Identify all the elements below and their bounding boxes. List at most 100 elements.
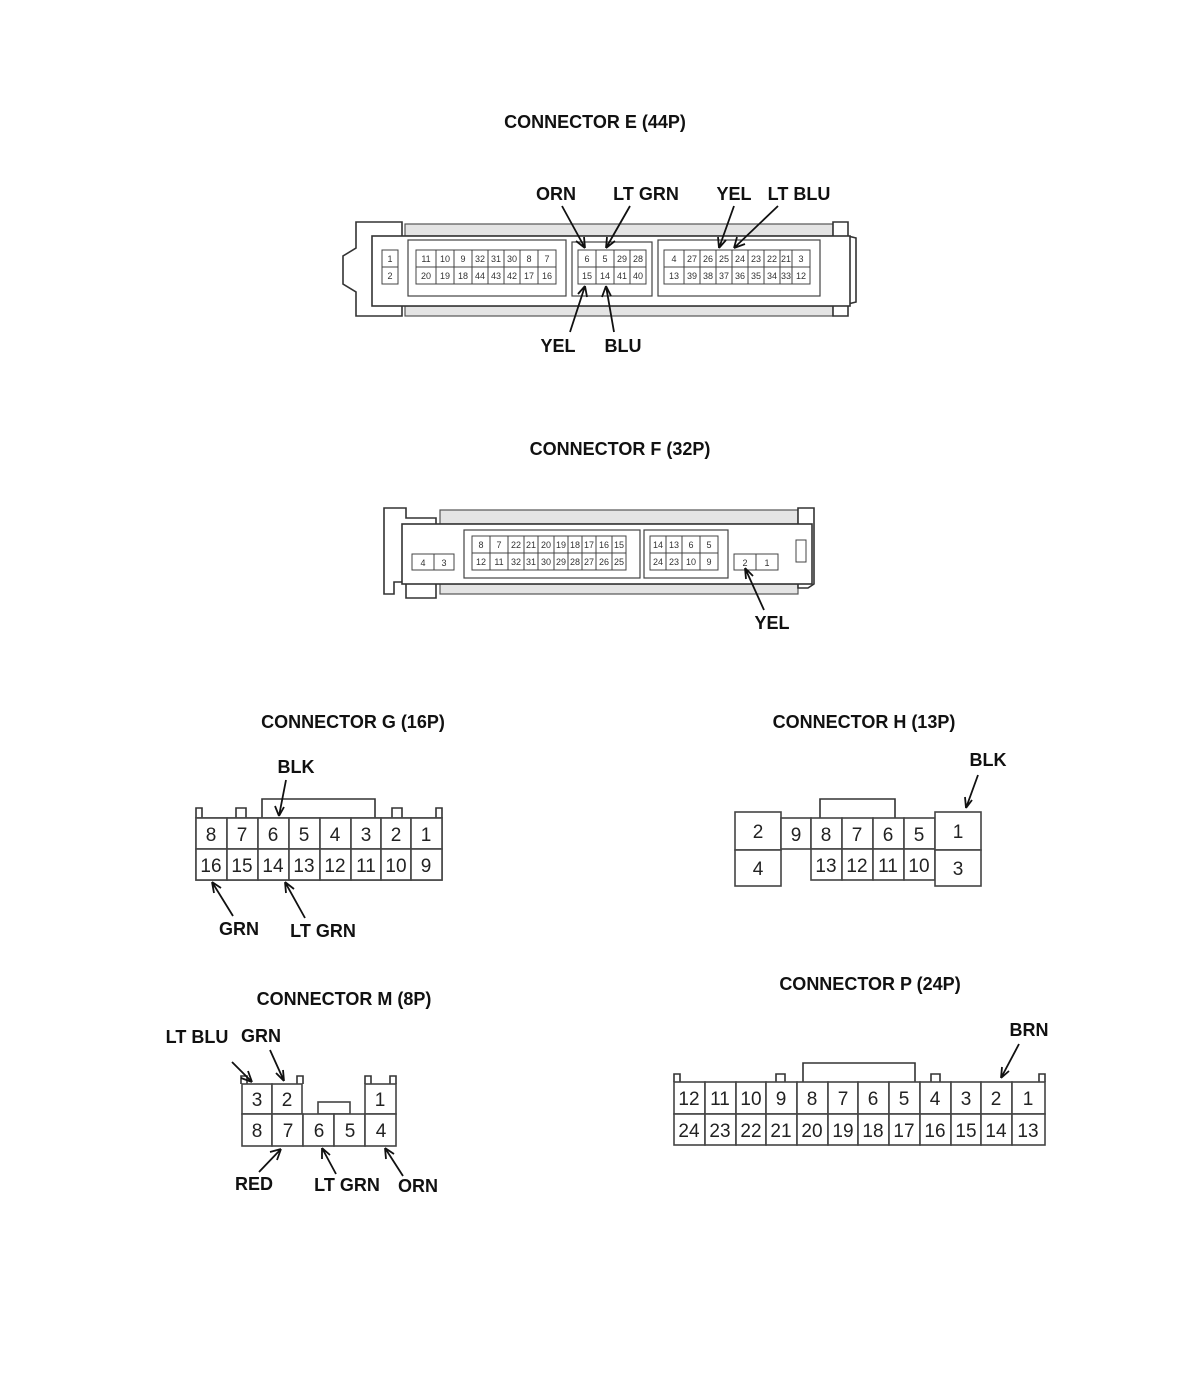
- connector-f-title: CONNECTOR F (32P): [530, 439, 711, 459]
- pin: 5: [345, 1121, 356, 1142]
- connector-g-pins: 8 7 6 5 4 3 2 1 16 15 14 13 12 11 10 9: [195, 817, 443, 881]
- pin: 17: [893, 1121, 914, 1142]
- pin: 27: [687, 254, 697, 264]
- pin: 3: [252, 1090, 263, 1111]
- pin: 12: [476, 557, 486, 567]
- pin: 30: [541, 557, 551, 567]
- pin: 29: [556, 557, 566, 567]
- pin: 15: [955, 1121, 976, 1142]
- pin: 32: [511, 557, 521, 567]
- pin: 4: [330, 825, 341, 846]
- pin: 25: [719, 254, 729, 264]
- pin: 23: [669, 557, 679, 567]
- wire-label: BLK: [970, 750, 1007, 770]
- pin: 1: [375, 1090, 386, 1111]
- arrow: [964, 774, 979, 809]
- pin: 16: [924, 1121, 945, 1142]
- pin: 15: [582, 271, 592, 281]
- arrow: [269, 1049, 285, 1082]
- pin: 13: [669, 540, 679, 550]
- pin: 12: [796, 271, 806, 281]
- arrow: [231, 1061, 253, 1083]
- pin: 3: [798, 254, 803, 264]
- pin: 2: [991, 1089, 1002, 1110]
- connector-g: CONNECTOR G (16P) 8 7 6 5 4 3 2 1 16 15 …: [195, 712, 445, 941]
- pin: 39: [687, 271, 697, 281]
- pin: 37: [719, 271, 729, 281]
- wire-label: ORN: [398, 1176, 438, 1196]
- arrow: [258, 1148, 282, 1173]
- pin: 6: [314, 1121, 325, 1142]
- wire-label: LT GRN: [314, 1175, 380, 1195]
- pin: 25: [614, 557, 624, 567]
- wire-label: LT BLU: [768, 184, 831, 204]
- wire-label: RED: [235, 1174, 273, 1194]
- pin: 6: [883, 825, 894, 846]
- pin: 22: [740, 1121, 761, 1142]
- pin: 10: [686, 557, 696, 567]
- pin: 6: [688, 540, 693, 550]
- pin: 35: [751, 271, 761, 281]
- pin: 43: [491, 271, 501, 281]
- arrow: [605, 205, 631, 249]
- pin: 12: [678, 1089, 699, 1110]
- connector-m-title: CONNECTOR M (8P): [257, 989, 432, 1009]
- wire-label: BLU: [605, 336, 642, 356]
- pin: 24: [653, 557, 663, 567]
- pin: 7: [852, 825, 863, 846]
- pin: 22: [767, 254, 777, 264]
- pin: 28: [570, 557, 580, 567]
- pin: 10: [740, 1089, 761, 1110]
- pin: 36: [735, 271, 745, 281]
- pin: 32: [475, 254, 485, 264]
- pin: 3: [441, 558, 446, 568]
- pin: 38: [703, 271, 713, 281]
- pin: 1: [387, 254, 392, 264]
- pin: 12: [846, 856, 867, 877]
- wire-label: LT BLU: [166, 1027, 229, 1047]
- pin: 20: [801, 1121, 822, 1142]
- pin: 33: [781, 271, 791, 281]
- connector-p-title: CONNECTOR P (24P): [779, 974, 960, 994]
- arrow: [561, 205, 586, 249]
- wire-label: YEL: [754, 613, 789, 633]
- pin: 7: [544, 254, 549, 264]
- pin: 3: [961, 1089, 972, 1110]
- pin: 11: [494, 557, 503, 567]
- pin: 42: [507, 271, 517, 281]
- connector-p-housing: [673, 1062, 1046, 1082]
- pin: 4: [671, 254, 676, 264]
- pin: 14: [262, 856, 284, 877]
- pin: 19: [556, 540, 566, 550]
- pin: 4: [376, 1121, 387, 1142]
- arrow: [211, 881, 234, 917]
- pin: 2: [282, 1090, 293, 1111]
- pin: 13: [815, 856, 836, 877]
- wire-label: BRN: [1010, 1020, 1049, 1040]
- pin: 9: [791, 825, 802, 846]
- connector-h: CONNECTOR H (13P) 2 4 9 8 7 6 5 13 12 11…: [734, 712, 1007, 887]
- pin: 3: [361, 825, 372, 846]
- pin: 1: [1023, 1089, 1034, 1110]
- connector-h-housing: [819, 798, 896, 818]
- pin: 16: [599, 540, 609, 550]
- pin: 12: [324, 856, 345, 877]
- pin: 20: [421, 271, 431, 281]
- pin: 6: [268, 825, 279, 846]
- connector-p: CONNECTOR P (24P) 12 11 10 9 8 7 6 5 4 3…: [673, 974, 1049, 1146]
- pin: 8: [252, 1121, 263, 1142]
- pin: 5: [914, 825, 925, 846]
- pin: 2: [742, 558, 747, 568]
- pin: 4: [420, 558, 425, 568]
- connector-e: CONNECTOR E (44P) 1 2 11: [342, 112, 857, 356]
- pin: 17: [584, 540, 594, 550]
- pin: 34: [767, 271, 777, 281]
- pin: 2: [391, 825, 402, 846]
- pin: 18: [458, 271, 468, 281]
- connector-h-pins: 2 4 9 8 7 6 5 13 12 11 10 1 3: [734, 811, 982, 887]
- pin: 15: [231, 856, 252, 877]
- arrow: [601, 285, 615, 333]
- pin: 21: [781, 254, 791, 264]
- connector-m-pins: 3 2 1 8 7 6 5 4: [241, 1083, 397, 1147]
- pin: 6: [584, 254, 589, 264]
